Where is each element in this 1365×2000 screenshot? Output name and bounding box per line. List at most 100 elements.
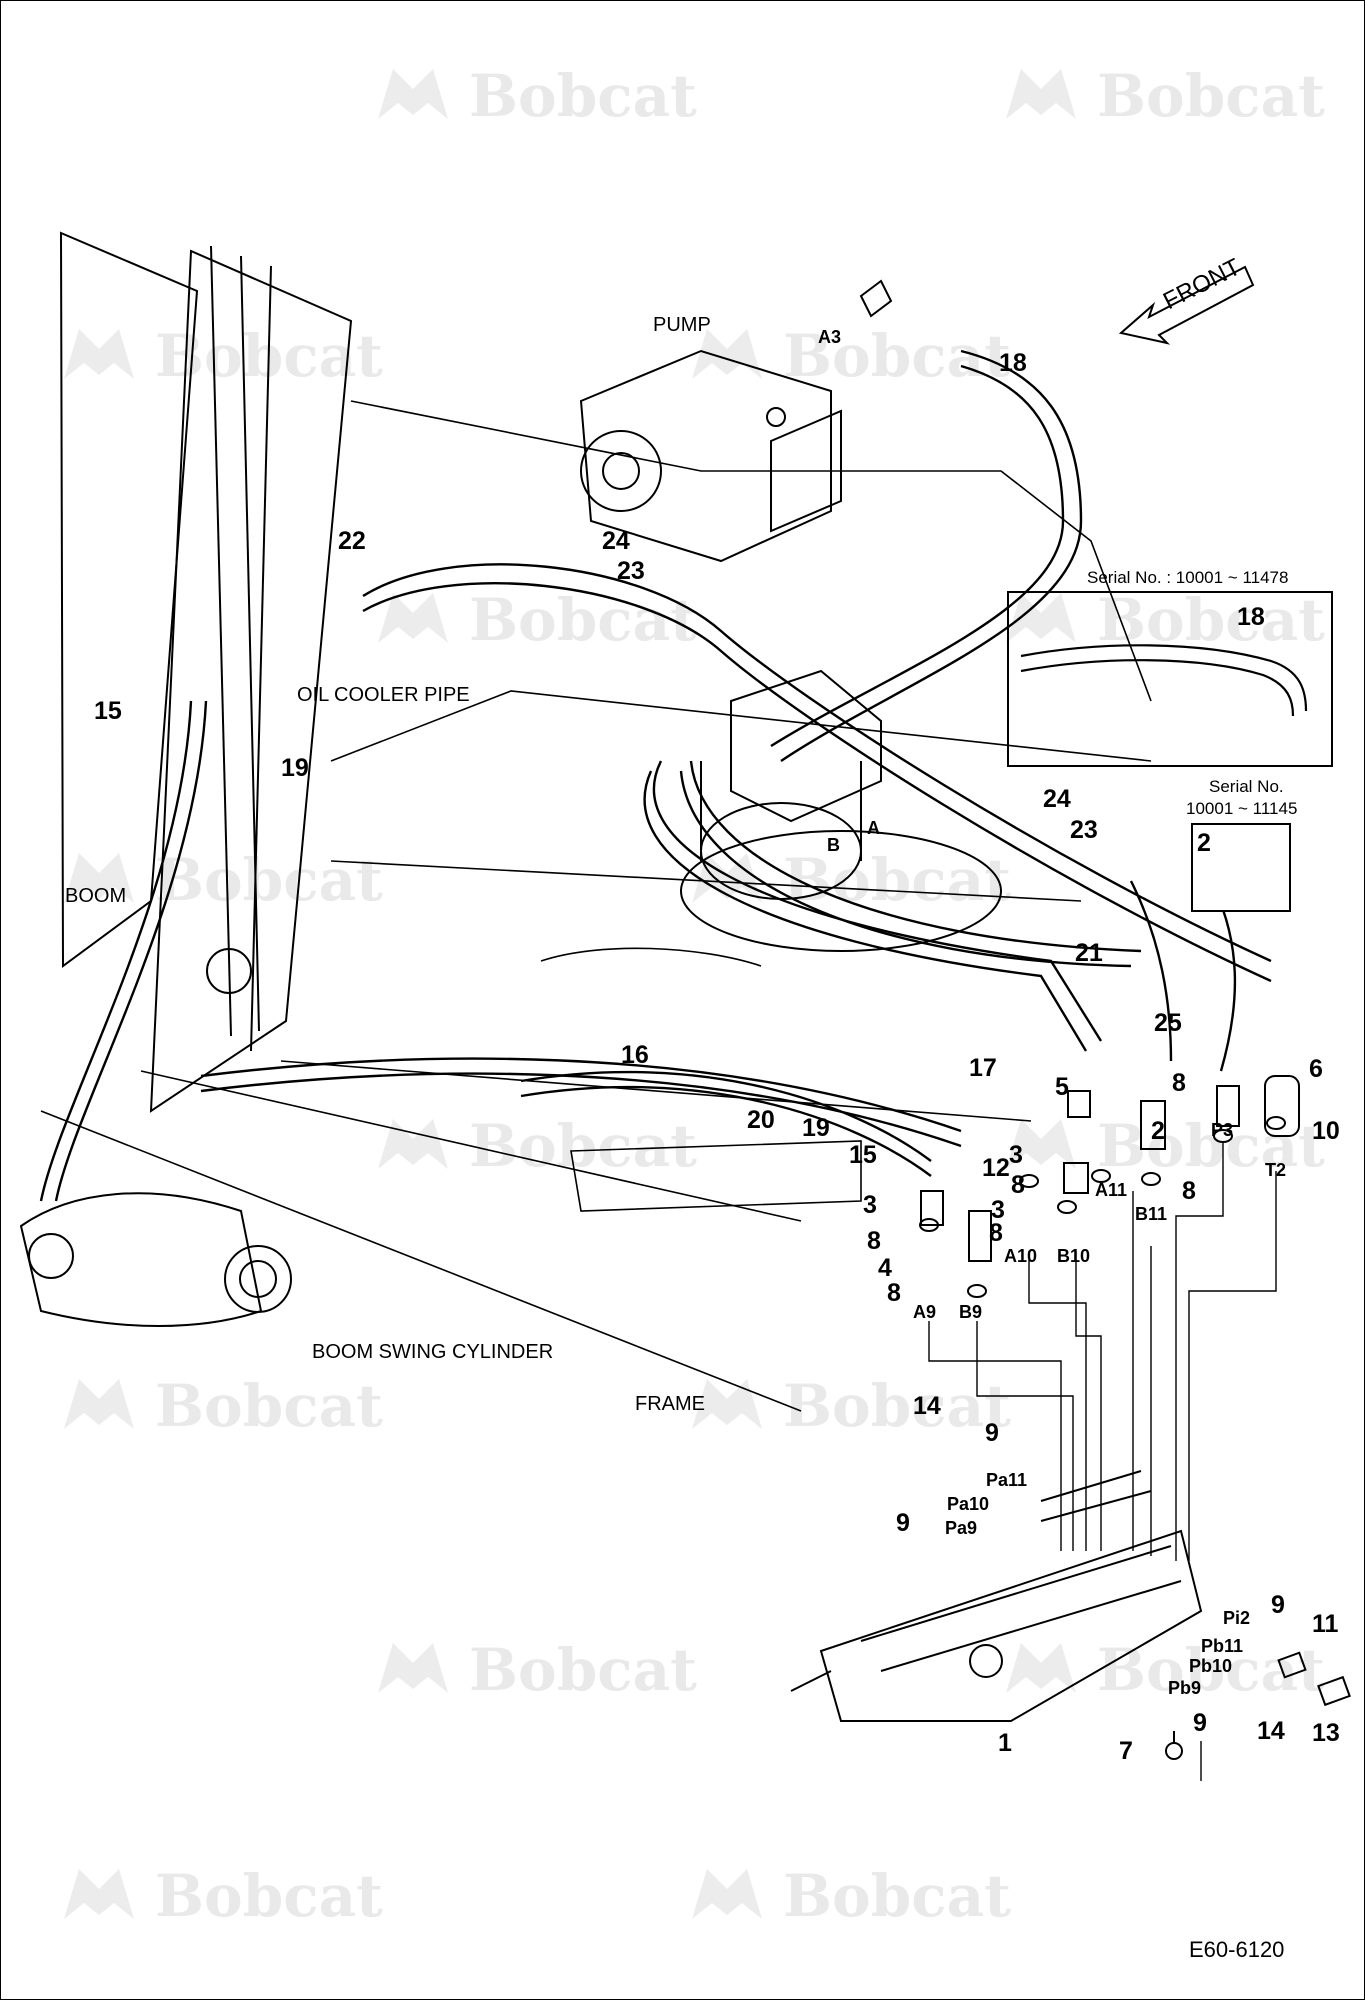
part-number: 8 <box>887 1279 901 1307</box>
bobcat-logo-icon <box>1006 69 1076 119</box>
frame-drawing <box>40 400 1152 1412</box>
bobcat-logo-icon <box>692 329 762 379</box>
part-number: 24 <box>1043 785 1071 813</box>
control-valve-drawing <box>790 1470 1351 1722</box>
part-number: 8 <box>1011 1171 1025 1199</box>
bobcat-logo-icon <box>378 69 448 119</box>
watermark-text: Bobcat <box>783 846 1011 914</box>
watermark-text: Bobcat <box>469 586 697 654</box>
port-label: Pa11 <box>986 1470 1028 1490</box>
oil-cooler-pipe-caption: OIL COOLER PIPE <box>297 684 470 706</box>
watermark-text: Bobcat <box>469 1112 697 1180</box>
figure-code: E60-6120 <box>1189 1937 1285 1962</box>
bobcat-logo-icon <box>692 1379 762 1429</box>
port-label: A10 <box>1004 1246 1038 1266</box>
watermark-text: Bobcat <box>1097 1112 1325 1180</box>
port-label: B <box>827 835 840 855</box>
part-number: 12 <box>982 1154 1010 1182</box>
watermark-text: Bobcat <box>155 846 383 914</box>
part-number: 21 <box>1075 939 1103 967</box>
watermark-text: Bobcat <box>783 1862 1011 1930</box>
part-number: 3 <box>1009 1141 1023 1169</box>
port-label: A11 <box>1095 1180 1128 1200</box>
port-label: A3 <box>818 327 842 347</box>
inset-serial-hose-18 <box>1007 591 1333 767</box>
port-label: Pi2 <box>1223 1608 1251 1628</box>
inset-adapter-serial-line1: Serial No. <box>1209 777 1284 796</box>
part-number: 18 <box>999 349 1027 377</box>
part-number: 14 <box>1257 1717 1285 1745</box>
part-number: 20 <box>747 1106 775 1134</box>
part-number: 11 <box>1312 1610 1339 1638</box>
inset-adapter-serial-line2: 10001 ~ 11145 <box>1186 799 1298 818</box>
bobcat-logo-icon <box>1006 1643 1076 1693</box>
part-number: 5 <box>1055 1073 1069 1101</box>
part-number: 19 <box>802 1114 830 1142</box>
hose-lines <box>39 349 1272 1202</box>
bobcat-logo-icon <box>378 1643 448 1693</box>
boom-swing-cylinder-caption: BOOM SWING CYLINDER <box>312 1341 554 1363</box>
port-label: P3 <box>1211 1120 1234 1140</box>
port-label: T2 <box>1265 1160 1287 1180</box>
inset-serial-adapter-2 <box>1191 823 1291 912</box>
port-label: Pb11 <box>1201 1636 1244 1656</box>
part-number: 22 <box>338 527 366 555</box>
part-number: 15 <box>94 697 122 725</box>
watermark-text: Bobcat <box>1097 1636 1325 1704</box>
front-direction-arrow-icon <box>1118 265 1255 345</box>
watermark-text: Bobcat <box>155 1862 383 1930</box>
inset-hose-drawing <box>1020 644 1308 717</box>
bobcat-logo-icon <box>692 1869 762 1919</box>
part-number: 8 <box>1172 1069 1186 1097</box>
port-label: A <box>867 818 880 838</box>
inset-adapter-part: 2 <box>1197 829 1211 857</box>
part-number: 8 <box>989 1219 1003 1247</box>
part-number: 8 <box>1182 1177 1196 1205</box>
port-label: Pb10 <box>1189 1656 1233 1676</box>
bobcat-logo-icon <box>1006 1119 1076 1169</box>
bobcat-logo-icon <box>378 593 448 643</box>
bobcat-logo-icon <box>1006 593 1076 643</box>
part-number: 4 <box>878 1254 892 1282</box>
part-number: 8 <box>867 1227 881 1255</box>
part-number: 10 <box>1312 1117 1340 1145</box>
part-number: 3 <box>991 1196 1005 1224</box>
watermark-text: Bobcat <box>469 62 697 130</box>
part-number: 2 <box>1151 1117 1165 1145</box>
part-number: 9 <box>1271 1591 1285 1619</box>
port-label: Pb9 <box>1168 1678 1202 1698</box>
part-number: 19 <box>281 754 309 782</box>
part-number: 6 <box>1309 1055 1323 1083</box>
pump-drawing <box>579 279 893 563</box>
port-label: B9 <box>959 1302 983 1322</box>
part-number: 15 <box>849 1141 877 1169</box>
swing-motor-drawing <box>680 669 1002 952</box>
part-number: 3 <box>863 1191 877 1219</box>
bobcat-logo-icon <box>64 853 134 903</box>
watermark-text: Bobcat <box>469 1636 697 1704</box>
leader-lines <box>928 1141 1277 1781</box>
port-label: Pa10 <box>947 1494 990 1514</box>
pump-caption: PUMP <box>653 314 711 336</box>
bobcat-logo-icon <box>378 1119 448 1169</box>
watermark-text: Bobcat <box>1097 586 1325 654</box>
part-number: 23 <box>617 557 645 585</box>
watermark-text: Bobcat <box>783 322 1011 390</box>
part-number: 17 <box>969 1054 997 1082</box>
port-label: B10 <box>1057 1246 1091 1266</box>
inset-hose-part: 18 <box>1237 603 1265 631</box>
part-number: 9 <box>1193 1709 1207 1737</box>
fittings <box>919 1075 1300 1760</box>
part-number: 9 <box>896 1509 910 1537</box>
part-number: 16 <box>621 1041 649 1069</box>
watermark-text: Bobcat <box>1097 62 1325 130</box>
port-label: B11 <box>1135 1204 1168 1224</box>
part-number: 24 <box>602 527 630 555</box>
part-number: 23 <box>1070 816 1098 844</box>
inset-hose-serial: Serial No. : 10001 ~ 11478 <box>1087 568 1289 587</box>
part-number: 1 <box>998 1729 1012 1757</box>
watermark-text: Bobcat <box>155 1372 383 1440</box>
port-label: A9 <box>913 1302 937 1322</box>
